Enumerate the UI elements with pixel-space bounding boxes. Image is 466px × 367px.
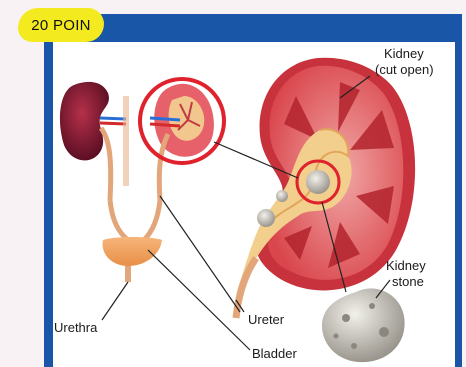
- points-badge: 20 POIN: [18, 8, 104, 42]
- aorta-vessel: [123, 96, 129, 186]
- label-kidney-cut-line1: Kidney: [384, 46, 424, 61]
- middle-kidney: [150, 84, 214, 200]
- label-kidney-stone-line1: Kidney: [386, 258, 426, 273]
- label-ureter: Ureter: [248, 312, 285, 327]
- label-urethra: Urethra: [54, 320, 98, 335]
- large-kidney-stone: [322, 288, 405, 362]
- stone-small-a: [257, 209, 275, 227]
- label-kidney-stone-line2: stone: [392, 274, 424, 289]
- right-ureter: [144, 200, 160, 240]
- left-ureter: [110, 200, 128, 240]
- label-bladder: Bladder: [252, 346, 297, 361]
- stone-in-pelvis: [306, 170, 330, 194]
- left-kidney: [60, 82, 126, 200]
- bladder: [103, 237, 162, 266]
- stone-small-b: [276, 190, 288, 202]
- label-kidney-cut-line2: (cut open): [375, 62, 434, 77]
